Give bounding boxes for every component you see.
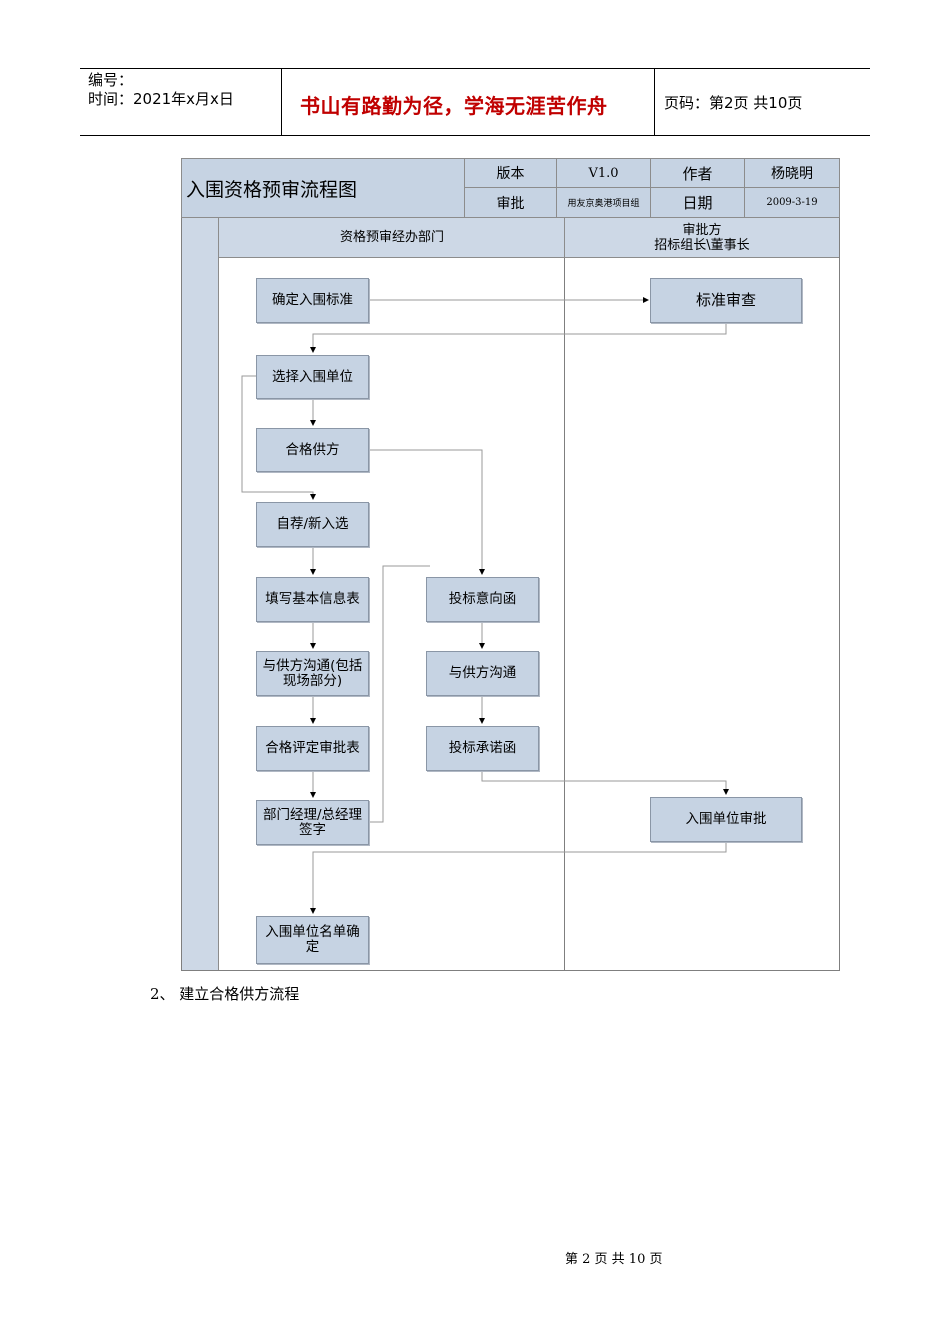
node-approval-form: 合格评定审批表 [256,726,369,771]
lane-header-right: 审批方 招标组长\董事长 [564,218,839,258]
page-indicator: 页码：第2页 共10页 [664,94,803,112]
node-shortlist-approval: 入围单位审批 [650,797,802,842]
time-label: 时间：2021年x月x日 [88,90,234,108]
node-qualified-supplier: 合格供方 [256,428,369,472]
header-divider-1 [281,68,282,136]
left-band [182,218,219,970]
lane-header-right-line1: 审批方 [682,222,722,238]
header-bottom-rule [80,135,870,136]
lane-header-right-line2: 招标组长\董事长 [654,237,750,253]
node-shortlist-confirmed: 入围单位名单确定 [256,916,369,964]
header-top-rule [80,68,870,69]
node-criteria-review: 标准审查 [650,278,802,323]
meta-author-value: 杨晓明 [744,158,840,188]
node-communicate-supplier: 与供方沟通 [426,651,539,696]
lane-header-left-label: 资格预审经办部门 [339,230,444,245]
meta-version-label: 版本 [464,158,557,188]
node-define-criteria: 确定入围标准 [256,278,369,323]
meta-version-value: V1.0 [556,158,651,188]
lane-divider [564,258,565,970]
serial-label: 编号： [88,71,134,89]
node-self-recommend: 自荐/新入选 [256,502,369,547]
node-communicate-onsite: 与供方沟通(包括现场部分) [256,651,369,696]
meta-date-label: 日期 [650,187,745,218]
header-divider-2 [654,68,655,136]
section-heading: 2、 建立合格供方流程 [150,985,300,1003]
node-fill-basic-info: 填写基本信息表 [256,577,369,622]
lane-header-left: 资格预审经办部门 [218,218,565,258]
header-motto: 书山有路勤为径，学海无涯苦作舟 [300,94,608,118]
page-footer: 第 2 页 共 10 页 [565,1252,663,1267]
meta-date-value: 2009-3-19 [744,187,840,218]
node-bid-commitment-letter: 投标承诺函 [426,726,539,771]
node-manager-sign: 部门经理/总经理签字 [256,800,369,845]
flowchart-title: 入围资格预审流程图 [181,158,465,218]
meta-review-value: 用友京奥港项目组 [556,187,651,218]
node-bid-intent-letter: 投标意向函 [426,577,539,622]
node-select-units: 选择入围单位 [256,355,369,399]
meta-review-label: 审批 [464,187,557,218]
